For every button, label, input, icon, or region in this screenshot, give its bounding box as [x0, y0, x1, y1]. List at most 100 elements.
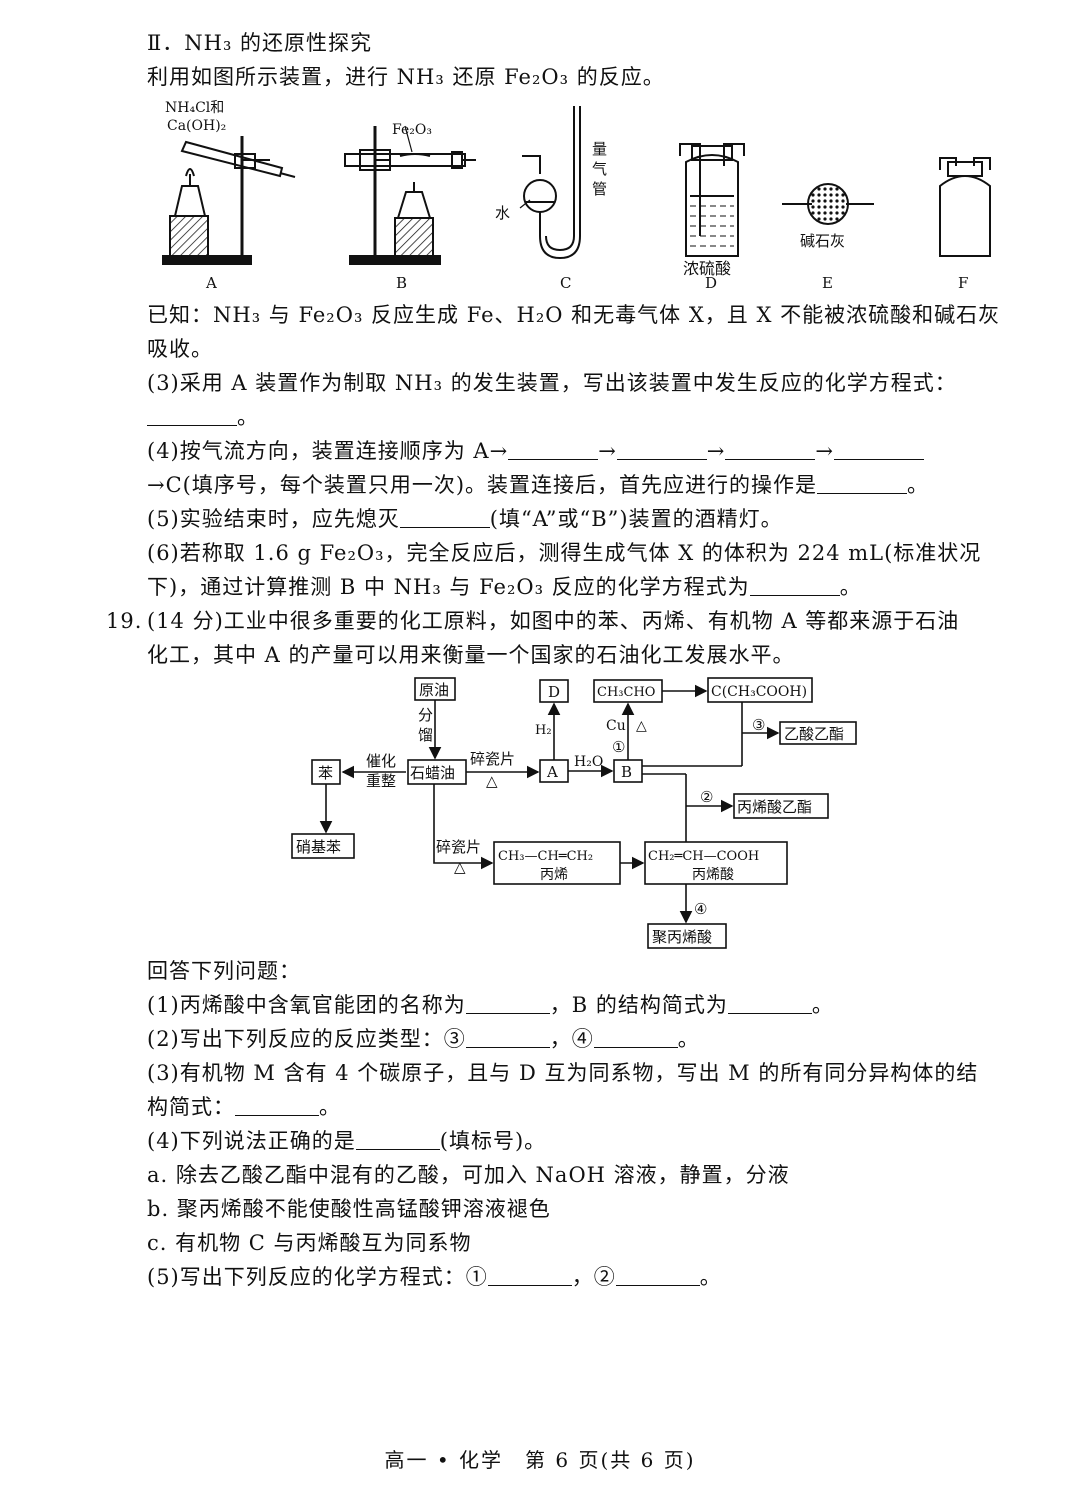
label-propene-name: 丙烯: [540, 867, 568, 883]
box-c: [707, 677, 813, 703]
label-fractionation-2: 馏: [418, 726, 433, 744]
page-footer: 高一 • 化学 第 6 页(共 6 页): [384, 1448, 696, 1472]
apparatus-b-label: Fe₂O₃: [392, 122, 432, 138]
label-reforming: 重整: [366, 772, 396, 790]
answer-blank[interactable]: [817, 473, 908, 494]
label-cu: Cu: [606, 718, 626, 734]
label-acetaldehyde: CH₃CHO: [597, 685, 655, 700]
box-acrylic-acid: [644, 841, 788, 885]
label-step-4: ④: [694, 900, 707, 918]
label-heat-3: △: [454, 858, 466, 876]
known-line-2: 吸收。: [147, 337, 213, 361]
apparatus-c-water-label: 水: [495, 204, 510, 222]
answer-blank[interactable]: [355, 1129, 440, 1150]
apparatus-letter-d: D: [705, 274, 717, 292]
label-heat-2: △: [636, 718, 647, 734]
answer-question-3-line-2: 构简式：。: [147, 1095, 341, 1119]
apparatus-d: [679, 143, 745, 257]
question-19-number: 19.: [106, 609, 143, 633]
answer-question-1: (1)丙烯酸中含氧官能团的名称为，B 的结构简式为。: [147, 993, 834, 1017]
label-ethyl-acetate: 乙酸乙酯: [784, 725, 844, 743]
question-3: (3)采用 A 装置作为制取 NH₃ 的发生装置，写出该装置中发生反应的化学方程…: [147, 371, 957, 395]
option-c: c. 有机物 C 与丙烯酸互为同系物: [147, 1231, 472, 1255]
apparatus-c-tube-label-1: 量: [592, 140, 607, 158]
question-6-line-1: (6)若称取 1.6 g Fe₂O₃，完全反应后，测得生成气体 X 的体积为 2…: [147, 541, 982, 565]
label-b: B: [621, 763, 632, 781]
label-step-2: ②: [700, 788, 713, 806]
label-paraffin: 石蜡油: [410, 764, 455, 782]
answer-blank[interactable]: [616, 439, 707, 460]
section-intro: 利用如图所示装置，进行 NH₃ 还原 Fe₂O₃ 的反应。: [147, 65, 665, 89]
label-benzene: 苯: [318, 764, 333, 782]
apparatus-c-tube-label-3: 管: [592, 180, 607, 198]
synthesis-flow-diagram: 原油 分 馏 石蜡油 苯 硝基苯 催化 重整 碎瓷片 △ A D H₂ H₂O …: [291, 677, 857, 949]
box-nitrobenzene: [291, 833, 355, 859]
apparatus-c-tube-label-2: 气: [592, 160, 607, 178]
question-5: (5)实验结束时，应先熄灭(填“A”或“B”)装置的酒精灯。: [147, 507, 783, 531]
question-4-line-2: →C(填序号，每个装置只用一次)。装置连接后，首先应进行的操作是。: [147, 473, 930, 497]
apparatus-e: [782, 183, 874, 225]
apparatus-letter-a: A: [205, 274, 217, 292]
label-h2o: H₂O: [574, 754, 603, 770]
question-6-line-2: 下)，通过计算推测 B 中 NH₃ 与 Fe₂O₃ 反应的化学方程式为。: [147, 575, 862, 599]
label-cracking-1: 碎瓷片: [470, 750, 515, 768]
label-heat-1: △: [486, 772, 498, 790]
apparatus-b: [344, 125, 476, 265]
apparatus-d-label: 浓硫酸: [683, 259, 731, 278]
answer-blank[interactable]: [147, 405, 237, 426]
question-3-answer-line: 。: [147, 402, 259, 432]
label-c: C(CH₃COOH): [711, 684, 807, 700]
label-fractionation-1: 分: [418, 706, 433, 724]
answer-blank[interactable]: [834, 439, 925, 460]
answer-blank[interactable]: [465, 1027, 550, 1048]
answer-blank[interactable]: [725, 439, 816, 460]
answers-intro: 回答下列问题：: [147, 959, 301, 983]
box-d: [539, 679, 569, 703]
answer-blank[interactable]: [727, 993, 812, 1014]
answer-blank[interactable]: [235, 1095, 319, 1116]
answer-question-2: (2)写出下列反应的反应类型：③，④。: [147, 1027, 700, 1051]
label-a: A: [546, 763, 558, 781]
answer-question-4: (4)下列说法正确的是(填标号)。: [147, 1129, 547, 1153]
label-catalytic: 催化: [366, 752, 396, 770]
apparatus-a-label-1: NH₄Cl和: [165, 100, 224, 116]
answer-question-5: (5)写出下列反应的化学方程式：①，②。: [147, 1265, 722, 1289]
known-line-1: 已知：NH₃ 与 Fe₂O₃ 反应生成 Fe、H₂O 和无毒气体 X，且 X 不…: [147, 303, 1001, 327]
apparatus-f: [939, 157, 991, 257]
apparatus-letter-e: E: [822, 274, 833, 292]
answer-blank[interactable]: [508, 439, 599, 460]
option-a: a. 除去乙酸乙酯中混有的乙酸，可加入 NaOH 溶液，静置，分液: [147, 1163, 790, 1187]
apparatus-letter-b: B: [396, 274, 407, 292]
label-ethyl-acrylate: 丙烯酸乙酯: [737, 798, 812, 816]
answer-blank[interactable]: [399, 507, 490, 528]
label-step-3: ③: [752, 716, 765, 734]
label-propene-formula: CH₃—CH═CH₂: [498, 849, 593, 864]
apparatus-a: [162, 136, 296, 265]
section-heading: Ⅱ．NH₃ 的还原性探究: [147, 31, 373, 55]
label-d: D: [548, 683, 560, 701]
apparatus-letter-f: F: [958, 274, 968, 292]
answer-blank[interactable]: [487, 1265, 572, 1286]
apparatus-c: [519, 106, 581, 260]
label-nitrobenzene: 硝基苯: [296, 838, 341, 856]
label-acrylic-name: 丙烯酸: [692, 867, 734, 883]
label-cracking-2: 碎瓷片: [436, 838, 481, 856]
answer-blank[interactable]: [465, 993, 550, 1014]
question-4-line-1: (4)按气流方向，装置连接顺序为 A→→→→: [147, 436, 925, 466]
question-19-line-1: (14 分)工业中很多重要的化工原料，如图中的苯、丙烯、有机物 A 等都来源于石…: [147, 609, 960, 633]
question-19-line-2: 化工，其中 A 的产量可以用来衡量一个国家的石油化工发展水平。: [147, 643, 795, 667]
answer-blank[interactable]: [615, 1265, 700, 1286]
answer-blank[interactable]: [593, 1027, 678, 1048]
box-polyacrylic-acid: [647, 923, 727, 949]
apparatus-letter-c: C: [560, 274, 571, 292]
label-acrylic-formula: CH₂═CH—COOH: [648, 849, 759, 864]
answer-blank[interactable]: [749, 575, 840, 596]
label-crude-oil: 原油: [419, 681, 449, 699]
answer-question-3-line-1: (3)有机物 M 含有 4 个碳原子，且与 D 互为同系物，写出 M 的所有同分…: [147, 1061, 979, 1085]
box-ethyl-acrylate: [733, 793, 829, 819]
label-polyacrylic: 聚丙烯酸: [652, 928, 712, 946]
apparatus-a-label-2: Ca(OH)₂: [167, 118, 226, 134]
option-b: b. 聚丙烯酸不能使酸性高锰酸钾溶液褪色: [147, 1197, 551, 1221]
apparatus-e-label: 碱石灰: [800, 232, 845, 250]
label-h2: H₂: [535, 723, 552, 738]
